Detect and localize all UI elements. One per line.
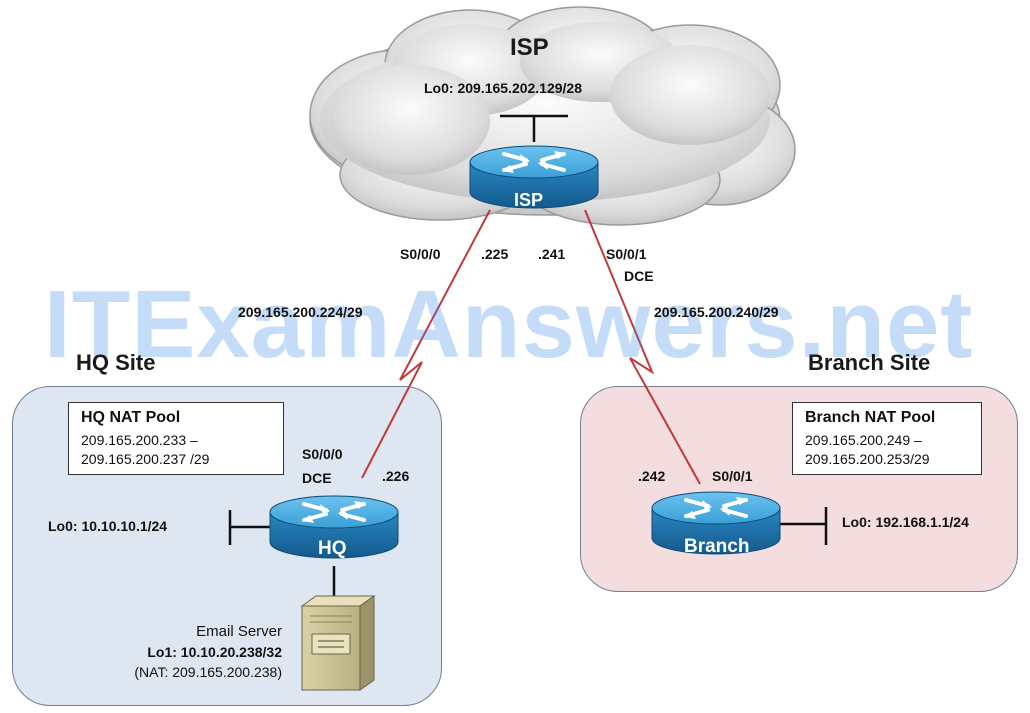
branch-serial-if: S0/0/1 [712, 468, 753, 484]
branch-site-title: Branch Site [808, 350, 931, 375]
hq-nat-pool-start: 209.165.200.233 – [81, 432, 198, 448]
cloud-title: ISP [510, 34, 549, 61]
branch-nat-pool-start: 209.165.200.249 – [805, 432, 922, 448]
hq-nat-pool-end: 209.165.200.237 /29 [81, 451, 210, 467]
hq-nat-pool-box: HQ NAT Pool 209.165.200.233 – 209.165.20… [68, 402, 284, 475]
email-server-info: Email Server Lo1: 10.10.20.238/32 (NAT: … [90, 622, 282, 682]
branch-serial-ip: .242 [638, 468, 666, 484]
left-network-label: 209.165.200.224/29 [238, 304, 363, 320]
email-server-lo1: Lo1: 10.10.20.238/32 [147, 644, 282, 660]
isp-right-dce: DCE [624, 268, 654, 284]
branch-nat-pool-end: 209.165.200.253/29 [805, 451, 930, 467]
isp-right-ip: .241 [538, 246, 566, 262]
email-server-nat: (NAT: 209.165.200.238) [134, 664, 282, 680]
isp-left-if: S0/0/0 [400, 246, 441, 262]
hq-serial-dce: DCE [302, 470, 332, 486]
hq-router-label: HQ [318, 538, 347, 559]
hq-site-title: HQ Site [76, 350, 156, 375]
server-icon[interactable] [300, 595, 376, 691]
isp-left-ip: .225 [481, 246, 509, 262]
isp-lo0-label: Lo0: 209.165.202.129/28 [424, 80, 583, 96]
serial-link-isp-branch [584, 209, 701, 485]
hq-serial-ip: .226 [382, 468, 410, 484]
serial-link-hq-isp [361, 209, 491, 479]
hq-serial-if: S0/0/0 [302, 446, 343, 462]
watermark: ITExamAnswers.net [44, 271, 974, 378]
isp-right-if: S0/0/1 [606, 246, 647, 262]
branch-nat-pool-title: Branch NAT Pool [805, 409, 936, 426]
branch-router-label: Branch [684, 536, 750, 557]
branch-lo0-label: Lo0: 192.168.1.1/24 [842, 514, 969, 530]
isp-router-label: ISP [514, 190, 544, 210]
email-server-title: Email Server [196, 623, 282, 640]
branch-nat-pool-box: Branch NAT Pool 209.165.200.249 – 209.16… [792, 402, 982, 475]
hq-nat-pool-title: HQ NAT Pool [81, 409, 181, 426]
right-network-label: 209.165.200.240/29 [654, 304, 779, 320]
hq-lo0-label: Lo0: 10.10.10.1/24 [48, 518, 168, 534]
